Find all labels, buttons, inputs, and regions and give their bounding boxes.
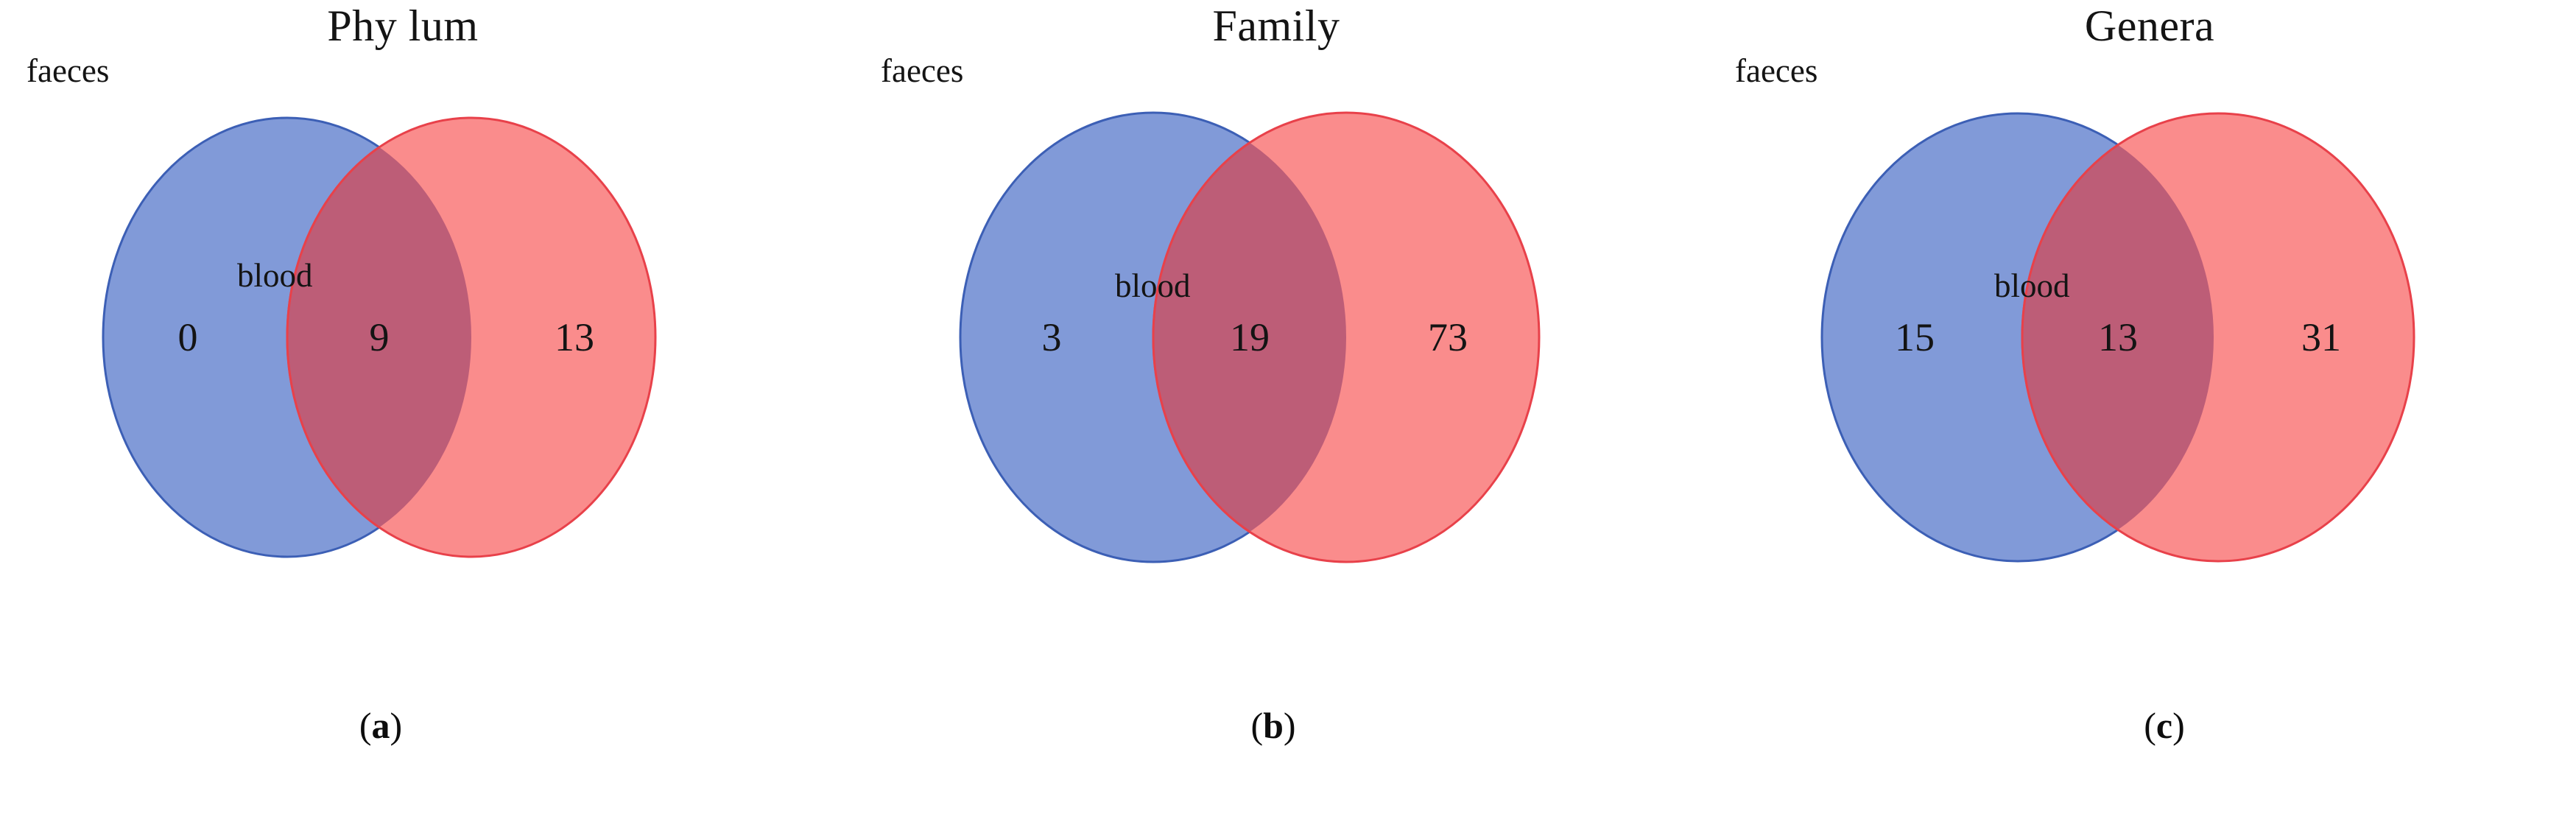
venn-overlap-region	[286, 118, 471, 557]
set-label-blood-c: blood	[1994, 267, 2070, 304]
venn-svg-a	[102, 116, 657, 558]
panel-caption-b: (b)	[844, 707, 1703, 744]
caption-paren-open-a: (	[359, 705, 372, 746]
caption-paren-close-b: )	[1283, 705, 1296, 746]
caption-letter-c: c	[2156, 705, 2173, 746]
venn-count-blood-only-c: 31	[2301, 315, 2341, 359]
venn-count-faeces-only-b: 3	[1041, 315, 1062, 359]
venn-count-blood-only-a: 13	[555, 315, 594, 359]
venn-area-a: faeces blood 0 9 13	[0, 44, 859, 626]
caption-letter-a: a	[371, 705, 390, 746]
set-label-faeces-c: faeces	[1735, 52, 1818, 89]
panel-caption-a: (a)	[0, 707, 810, 744]
venn-panel-a: Phy lum faeces blood 0 9 13 (a)	[0, 0, 859, 830]
venn-count-blood-only-b: 73	[1428, 315, 1468, 359]
venn-count-intersection-a: 9	[369, 315, 390, 359]
set-label-faeces-a: faeces	[27, 52, 110, 89]
venn-count-faeces-only-c: 15	[1895, 315, 1935, 359]
caption-paren-open-b: (	[1250, 705, 1264, 746]
panel-title-a: Phy lum	[327, 1, 479, 50]
set-label-faeces-b: faeces	[881, 52, 964, 89]
caption-paren-open-c: (	[2144, 705, 2156, 746]
venn-panel-c: Genera faeces blood 15 13 31 (c)	[1717, 0, 2576, 830]
venn-overlap-region	[1152, 113, 1346, 562]
venn-count-faeces-only-a: 0	[177, 315, 198, 359]
venn-svg-b	[959, 111, 1541, 563]
panel-title-b: Family	[1212, 1, 1340, 50]
venn-panel-b: Family faeces blood 3 19 73 (b)	[859, 0, 1717, 830]
venn-overlap-region	[2021, 113, 2214, 561]
venn-count-intersection-c: 13	[2098, 315, 2138, 359]
caption-paren-close-a: )	[390, 705, 403, 746]
set-label-blood-a: blood	[237, 257, 313, 294]
venn-svg-c	[1820, 112, 2415, 563]
venn-area-c: faeces blood 15 13 31	[1717, 44, 2576, 626]
venn-area-b: faeces blood 3 19 73	[859, 44, 1717, 626]
panel-title-c: Genera	[2084, 1, 2215, 50]
set-label-blood-b: blood	[1115, 267, 1191, 304]
venn-count-intersection-b: 19	[1230, 315, 1270, 359]
caption-paren-close-c: )	[2172, 705, 2185, 746]
caption-letter-b: b	[1263, 705, 1284, 746]
panel-caption-c: (c)	[1735, 707, 2576, 744]
